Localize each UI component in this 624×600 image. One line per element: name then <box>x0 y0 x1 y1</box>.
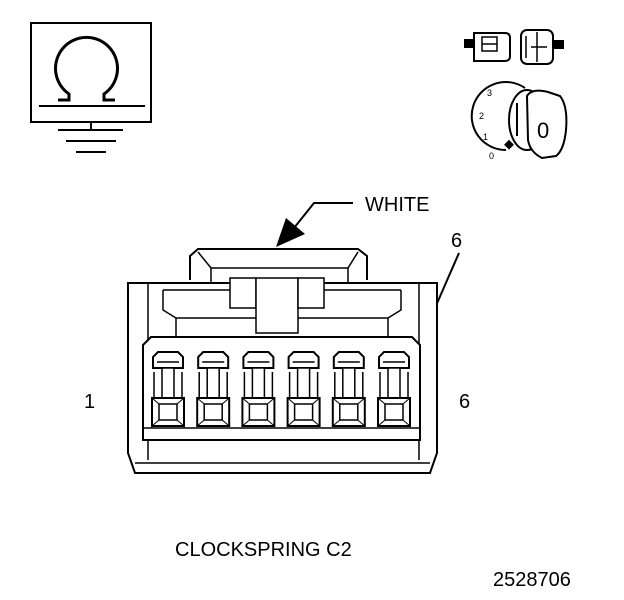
cavity-3 <box>241 351 276 427</box>
ground-icon <box>58 122 123 153</box>
ohmmeter-symbol <box>30 22 152 153</box>
key-position-2: 2 <box>479 111 484 121</box>
ignition-key-icon: 3 2 1 0 0 <box>470 81 568 161</box>
connector-title: CLOCKSPRING C2 <box>175 539 352 561</box>
cavity-1 <box>151 351 185 427</box>
cavity-5 <box>331 351 366 427</box>
color-callout-arrow <box>276 202 353 247</box>
cavity-6 <box>377 351 411 427</box>
pin-number-right: 6 <box>459 391 470 413</box>
cavity-4 <box>286 351 321 427</box>
key-position-3: 3 <box>487 88 492 98</box>
ohm-symbol-icon <box>39 35 145 107</box>
figure-id: 2528706 <box>493 569 571 591</box>
pin-number-left: 1 <box>84 391 95 413</box>
key-position-0: 0 <box>489 151 494 161</box>
key-face-label: 0 <box>537 118 549 143</box>
connector-color-label: WHITE <box>365 194 429 216</box>
connector-cavities <box>151 351 411 427</box>
pin-callout-number: 6 <box>451 230 462 252</box>
disconnected-connector-icon <box>464 29 564 65</box>
cavity-2 <box>196 351 231 427</box>
key-position-1: 1 <box>483 132 488 142</box>
connector-face <box>127 248 438 474</box>
